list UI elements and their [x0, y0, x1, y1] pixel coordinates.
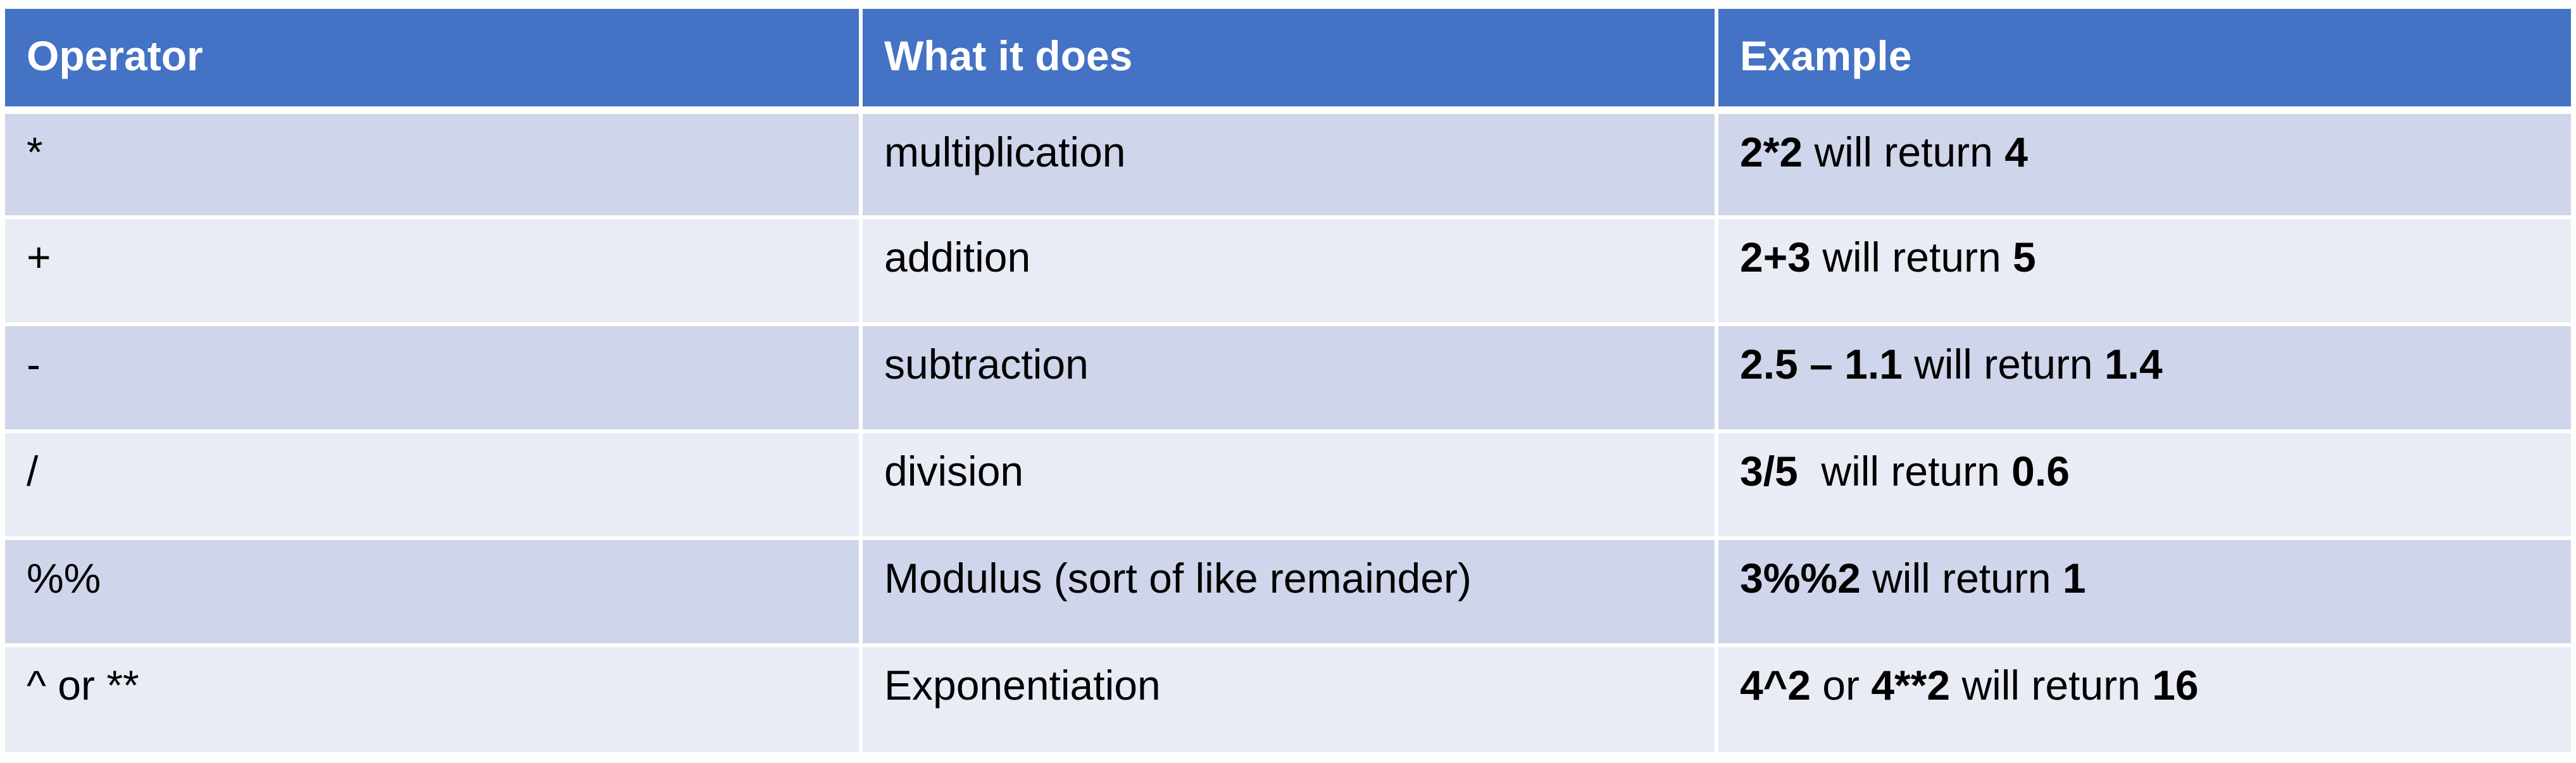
table-row: %% Modulus (sort of like remainder) 3%%2… [5, 538, 2571, 647]
example-result: 1 [2062, 555, 2086, 602]
operator-cell: / [5, 431, 863, 540]
example-result: 0.6 [2011, 448, 2070, 495]
example-result: 5 [2013, 234, 2036, 281]
operator-cell: + [5, 217, 863, 326]
example-expression-alt: 4**2 [1871, 662, 1951, 709]
operator-cell: %% [5, 538, 863, 647]
description-cell: addition [861, 217, 1718, 326]
example-cell: 4^2 or 4**2 will return 16 [1716, 645, 2571, 752]
example-connector: will return [1950, 662, 2153, 709]
table-row: / division 3/5 will return 0.6 [5, 431, 2571, 540]
operators-table: Operator What it does Example * multipli… [5, 9, 2571, 752]
example-cell: 2*2 will return 4 [1716, 110, 2571, 219]
example-cell: 3/5 will return 0.6 [1716, 431, 2571, 540]
example-connector: will return [1803, 129, 2005, 175]
description-cell: Modulus (sort of like remainder) [861, 538, 1718, 647]
example-expression: 2*2 [1740, 129, 1803, 175]
example-result: 4 [2004, 129, 2028, 175]
example-result: 16 [2152, 662, 2199, 709]
example-or: or [1810, 662, 1872, 709]
example-expression: 2+3 [1740, 234, 1811, 281]
example-expression: 3/5 [1740, 448, 1798, 495]
example-expression: 3%%2 [1740, 555, 1861, 602]
table-row: - subtraction 2.5 – 1.1 will return 1.4 [5, 324, 2571, 433]
description-cell: Exponentiation [861, 645, 1718, 752]
operator-cell: * [5, 110, 863, 219]
description-cell: subtraction [861, 324, 1718, 433]
description-cell: multiplication [861, 110, 1718, 219]
header-operator: Operator [5, 9, 863, 114]
example-connector: will return [1860, 555, 2063, 602]
table-row: + addition 2+3 will return 5 [5, 217, 2571, 326]
table-row: ^ or ** Exponentiation 4^2 or 4**2 will … [5, 645, 2571, 752]
operator-cell: - [5, 324, 863, 433]
example-connector: will return [1810, 234, 2013, 281]
example-cell: 2.5 – 1.1 will return 1.4 [1716, 324, 2571, 433]
header-row: Operator What it does Example [5, 9, 2571, 114]
header-what-it-does: What it does [861, 9, 1718, 114]
example-expression: 4^2 [1740, 662, 1811, 709]
table-row: * multiplication 2*2 will return 4 [5, 110, 2571, 219]
operator-cell: ^ or ** [5, 645, 863, 752]
example-connector: will return [1902, 341, 2104, 388]
description-cell: division [861, 431, 1718, 540]
header-example: Example [1716, 9, 2571, 114]
example-result: 1.4 [2104, 341, 2163, 388]
example-cell: 3%%2 will return 1 [1716, 538, 2571, 647]
example-expression: 2.5 – 1.1 [1740, 341, 1903, 388]
example-connector: will return [1798, 448, 2012, 495]
example-cell: 2+3 will return 5 [1716, 217, 2571, 326]
